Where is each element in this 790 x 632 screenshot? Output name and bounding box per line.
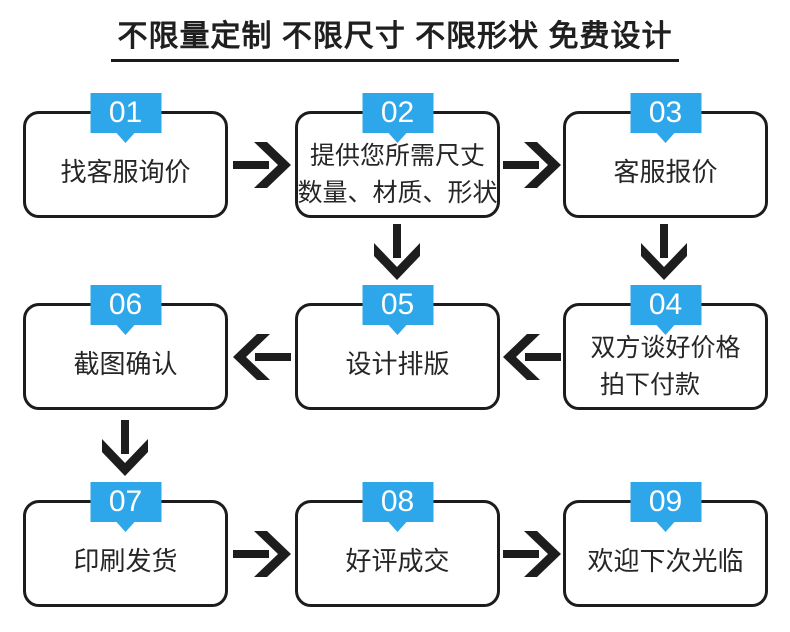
step-number-badge-02: 02 [362, 93, 433, 143]
step-number: 08 [380, 485, 415, 518]
step-label-line: 客服报价 [613, 157, 718, 187]
step-label-04: 双方谈好价格 拍下付款 [566, 306, 765, 407]
step-label-line: 截图确认 [73, 349, 178, 379]
step-box-07: 07 印刷发货 [23, 482, 228, 607]
step-number-badge-09: 09 [630, 482, 701, 532]
step-label-line: 找客服询价 [60, 157, 191, 187]
step-label-05: 设计排版 [298, 306, 497, 407]
step-label-07: 印刷发货 [26, 503, 225, 604]
step-box-09: 09 欢迎下次光临 [563, 482, 768, 607]
badge-tail-icon [388, 522, 407, 532]
step-number: 04 [648, 288, 683, 321]
step-label-02: 提供您所需尺丈 数量、材质、形状 [297, 114, 498, 215]
step-number-badge-03: 03 [630, 93, 701, 143]
step-number: 07 [108, 485, 143, 518]
badge-tail-icon [388, 325, 407, 335]
step-label-06: 截图确认 [26, 306, 225, 407]
step-number: 01 [108, 96, 143, 129]
step-label-line: 印刷发货 [73, 546, 178, 576]
arrow-down-icon [102, 420, 148, 476]
step-box-08: 08 好评成交 [295, 482, 500, 607]
page-title: 不限量定制 不限尺寸 不限形状 免费设计 [117, 20, 673, 53]
step-number: 02 [380, 96, 415, 129]
step-number: 05 [380, 288, 415, 321]
step-label-09: 欢迎下次光临 [566, 503, 765, 604]
step-box-06: 06 截图确认 [23, 285, 228, 410]
step-number-badge-05: 05 [362, 285, 433, 335]
arrow-down-icon [641, 224, 687, 280]
step-number-badge-01: 01 [90, 93, 161, 143]
arrow-right-icon [233, 531, 291, 577]
step-label-line: 提供您所需尺丈 [309, 141, 485, 170]
step-box-02: 02 提供您所需尺丈 数量、材质、形状 [295, 93, 500, 218]
step-number-badge-04: 04 [630, 285, 701, 335]
badge-tail-icon [656, 133, 675, 143]
step-label-line: 数量、材质、形状 [297, 178, 498, 207]
step-number-badge-08: 08 [362, 482, 433, 532]
badge-tail-icon [656, 522, 675, 532]
arrow-down-icon [374, 224, 420, 280]
step-label-line: 设计排版 [345, 349, 450, 379]
arrow-left-icon [503, 334, 561, 380]
arrow-left-icon [233, 334, 291, 380]
title-underline [111, 59, 679, 62]
step-number: 03 [648, 96, 683, 129]
step-box-03: 03 客服报价 [563, 93, 768, 218]
step-label-08: 好评成交 [298, 503, 497, 604]
step-label-line: 欢迎下次光临 [587, 546, 744, 576]
step-label-01: 找客服询价 [26, 114, 225, 215]
badge-tail-icon [388, 133, 407, 143]
badge-tail-icon [116, 133, 135, 143]
badge-tail-icon [116, 325, 135, 335]
badge-tail-icon [116, 522, 135, 532]
step-number: 09 [648, 485, 683, 518]
step-label-line: 好评成交 [345, 546, 450, 576]
step-label-line: 拍下付款 [600, 370, 701, 399]
arrow-right-icon [503, 531, 561, 577]
step-number-badge-06: 06 [90, 285, 161, 335]
step-number: 06 [108, 288, 143, 321]
arrow-right-icon [233, 142, 291, 188]
step-label-03: 客服报价 [566, 114, 765, 215]
step-number-badge-07: 07 [90, 482, 161, 532]
step-box-01: 01 找客服询价 [23, 93, 228, 218]
step-box-04: 04 双方谈好价格 拍下付款 [563, 285, 768, 410]
arrow-right-icon [503, 142, 561, 188]
step-label-line: 双方谈好价格 [590, 333, 741, 362]
badge-tail-icon [656, 325, 675, 335]
step-box-05: 05 设计排版 [295, 285, 500, 410]
